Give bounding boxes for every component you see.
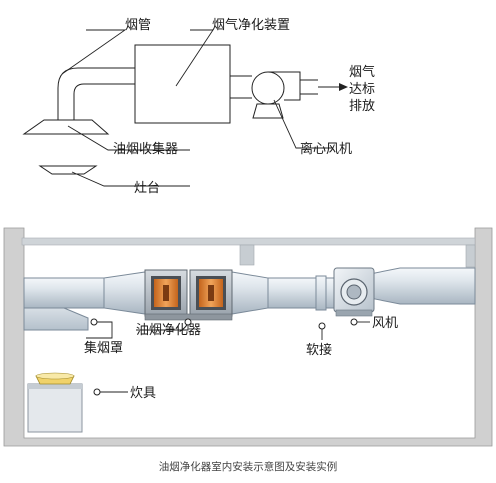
outlet-duct (369, 267, 476, 305)
cookware-stove (27, 372, 83, 433)
fan-leader (273, 99, 332, 149)
purifier-leader-bottom (136, 325, 189, 331)
duct-segment-2 (267, 277, 317, 309)
purifier-box (134, 44, 231, 124)
soft-joint (315, 275, 327, 311)
centrifugal-fan-label: 离心风机 (300, 141, 352, 157)
exhaust-label-line1: 烟气 (349, 64, 375, 80)
hood-leader (86, 321, 113, 339)
collector-hood-schematic (22, 119, 110, 135)
fan-unit (333, 267, 375, 317)
reducer-inlet (103, 271, 146, 315)
top-schematic (22, 29, 348, 187)
purifier-unit-1 (144, 269, 188, 317)
stove-leader (71, 171, 190, 187)
fan-label: 风机 (372, 316, 398, 331)
duct-segment-1 (23, 277, 105, 309)
chimney-label: 烟管 (125, 18, 151, 33)
soft-joint-label: 软接 (306, 342, 332, 358)
purifier-device-label: 烟气净化装置 (212, 17, 290, 33)
cookware-label: 炊具 (130, 386, 156, 401)
chimney-leader (61, 29, 127, 75)
stove-schematic (38, 165, 98, 175)
figure-caption: 油烟净化器室内安装示意图及安装实例 (159, 460, 338, 473)
purifier-to-fan-pipe (230, 75, 252, 99)
oil-fume-purifier-label: 油烟净化器 (136, 323, 201, 338)
chimney-pipe (57, 67, 135, 120)
duct-segment-3 (325, 277, 335, 309)
purifier-leader (175, 29, 214, 87)
centrifugal-fan-schematic (251, 71, 318, 119)
reducer-outlet (231, 271, 269, 315)
purifier-unit-2 (189, 269, 233, 317)
bottom-leaders (86, 318, 370, 396)
hood-label: 集烟罩 (84, 340, 123, 356)
exhaust-label-line3: 排放 (349, 99, 375, 114)
collector-label: 油烟收集器 (113, 141, 178, 157)
collector-leader (67, 125, 190, 151)
purifier-units (144, 269, 233, 321)
exhaust-label-line2: 达标 (349, 82, 375, 97)
duct-system (23, 267, 476, 331)
stove-label: 灶台 (134, 181, 160, 196)
exhaust-arrow (318, 83, 348, 91)
